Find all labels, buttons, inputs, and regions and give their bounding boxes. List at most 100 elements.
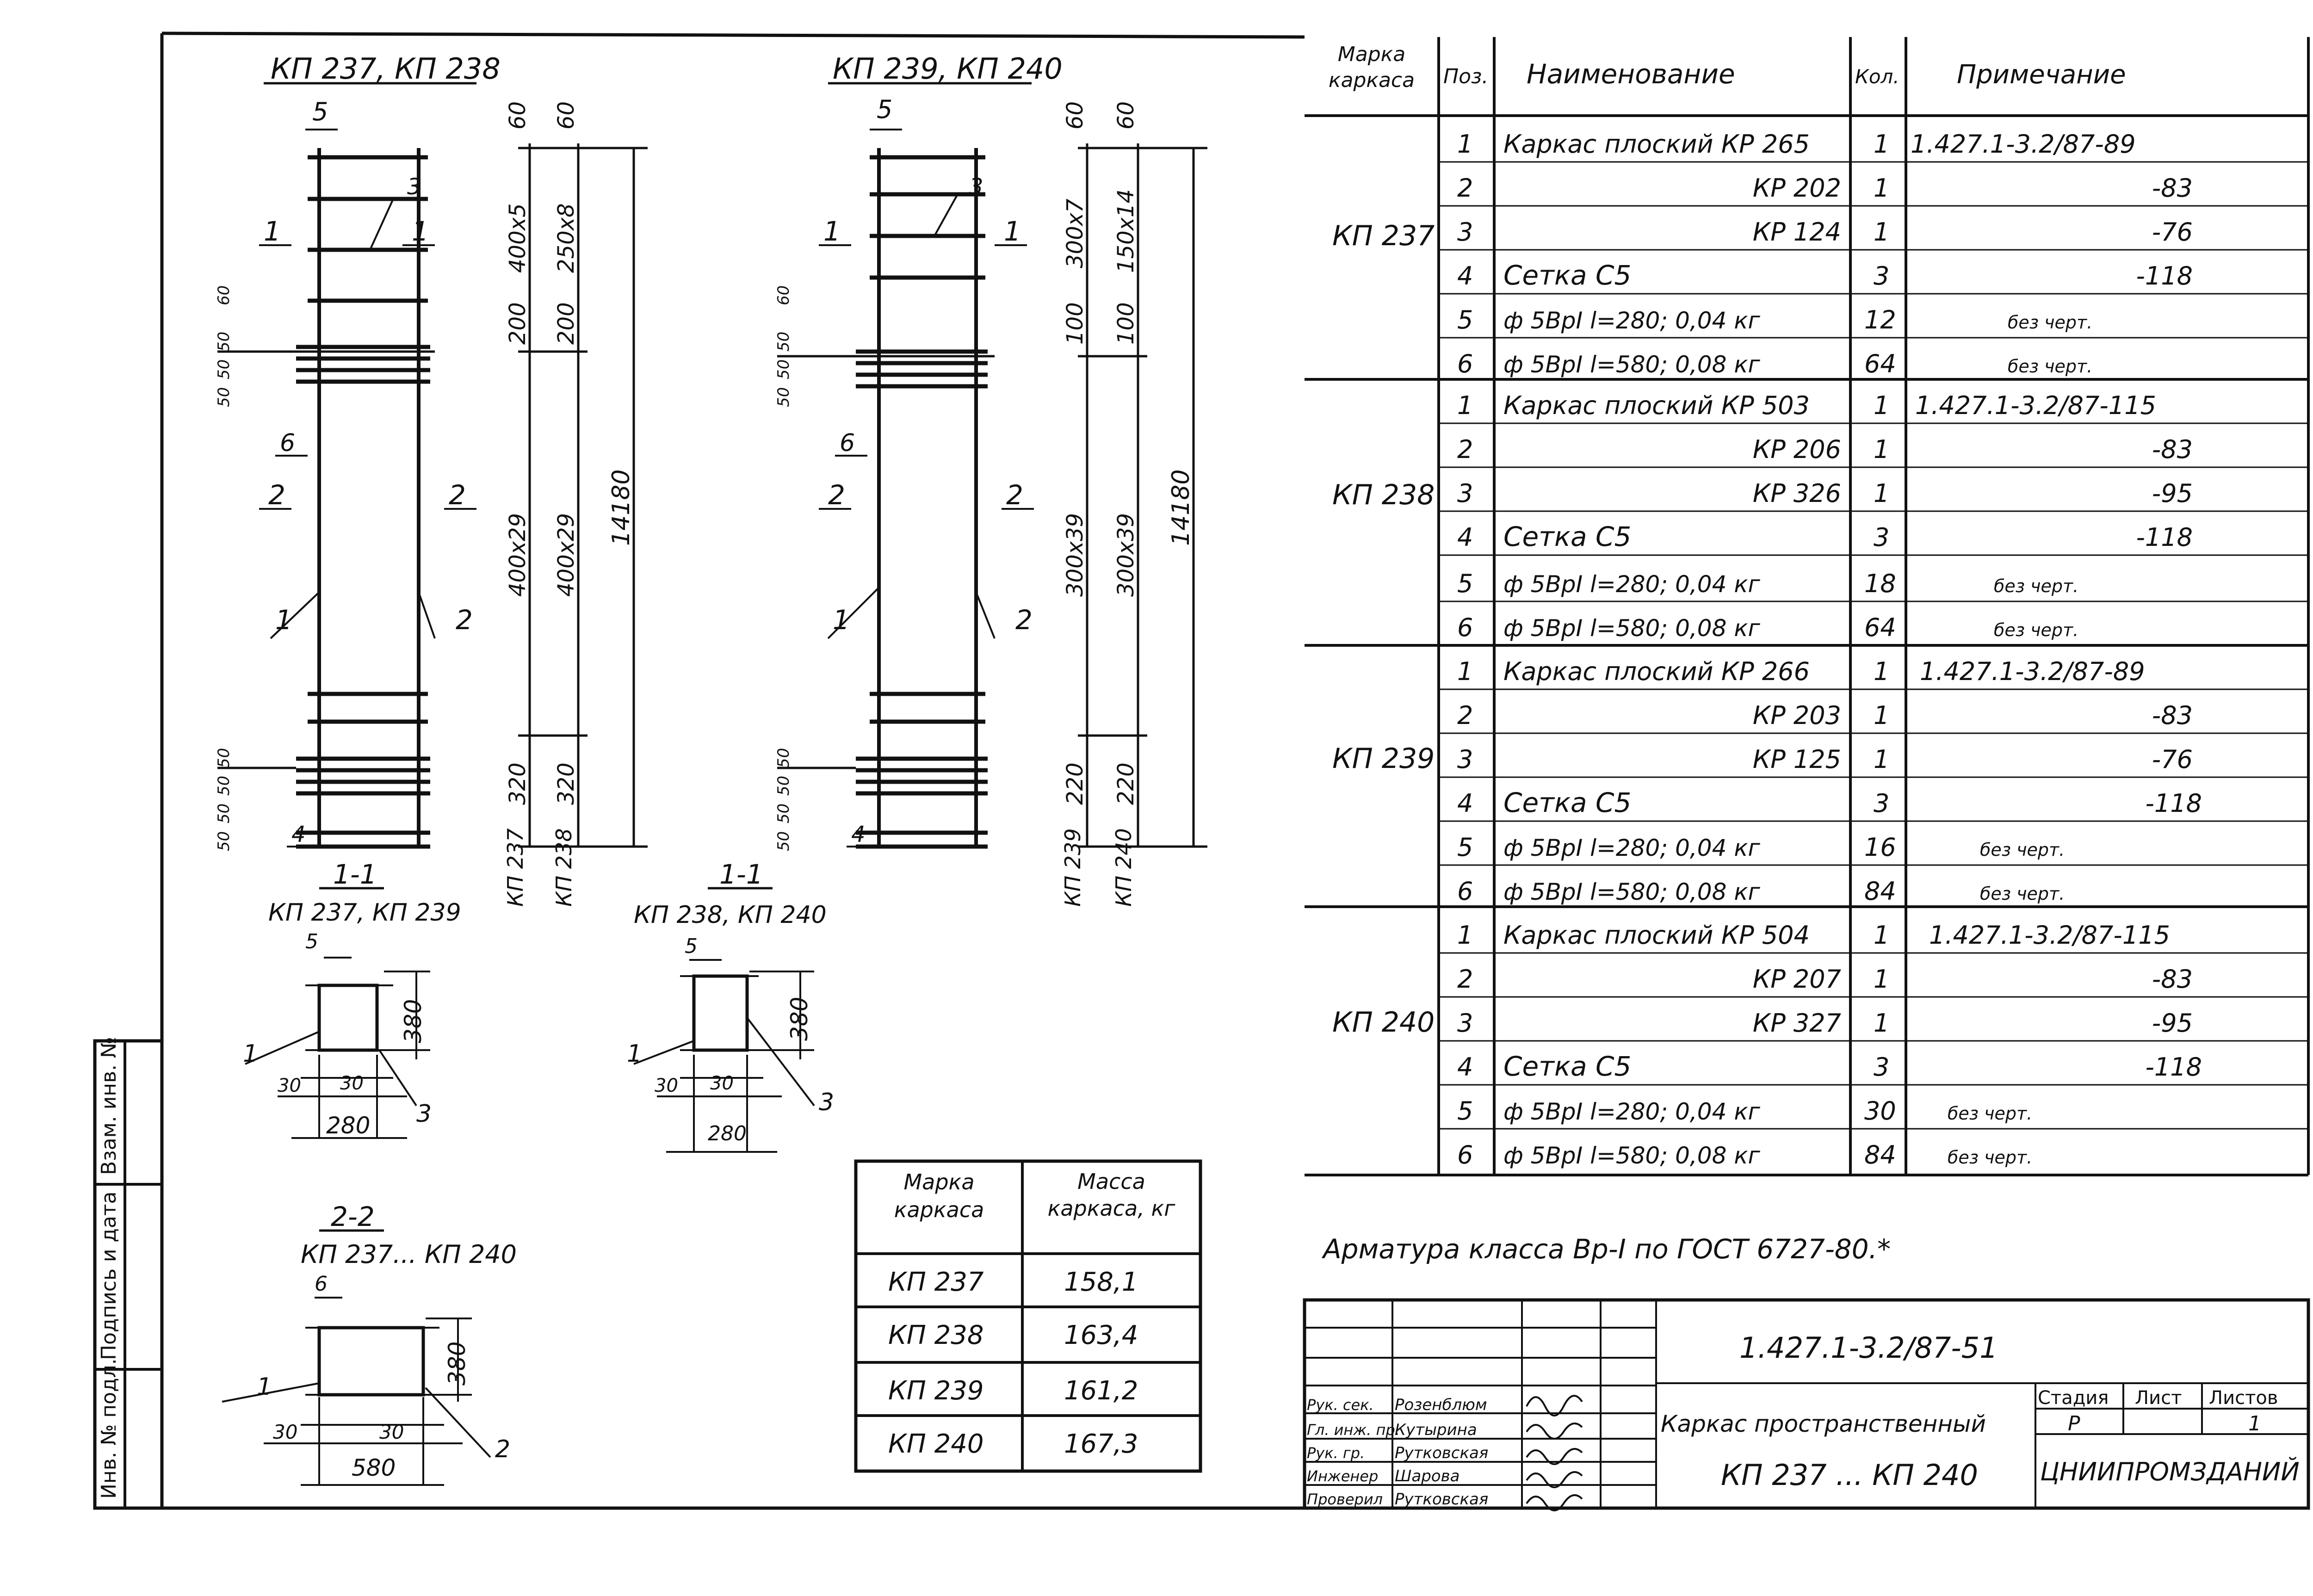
spec-3-1-pos: 2	[1457, 965, 1473, 994]
spec-group-3-mark: КП 240	[1332, 1006, 1435, 1039]
sec1b-dim-30b: 30	[710, 1073, 734, 1094]
spec-2-3-name: Сетка С5	[1503, 787, 1631, 818]
spec-2-4-name: ф 5ВрI l=280; 0,04 кг	[1503, 835, 1761, 861]
spec-1-1-note: -83	[2152, 435, 2193, 464]
person-4-name: Рутковская	[1395, 1490, 1488, 1509]
mass-row-0-value: 158,1	[1064, 1267, 1138, 1297]
spec-2-5-note: без черт.	[1980, 884, 2065, 904]
mark-right-3: 3	[969, 174, 983, 200]
spec-0-0-qty: 1	[1874, 130, 1889, 159]
title-sheet-header: Лист	[2135, 1387, 2182, 1409]
spec-header-qty: Кол.	[1855, 65, 1899, 88]
small-dim-left-top-2: 50	[215, 359, 233, 379]
spec-3-2-pos: 3	[1457, 1008, 1473, 1038]
section-2-2-subtitle: КП 237... КП 240	[301, 1240, 517, 1269]
dim-right-100b: 100	[1113, 302, 1139, 345]
title-sheets: 1	[2248, 1412, 2261, 1435]
spec-1-5-pos: 6	[1457, 613, 1473, 642]
spec-1-5-name: ф 5ВрI l=580; 0,08 кг	[1503, 615, 1761, 642]
spec-1-5-note: без черт.	[1994, 620, 2078, 640]
spec-2-3-pos: 4	[1457, 789, 1473, 818]
spec-2-1-qty: 1	[1874, 701, 1889, 730]
sec1a-dim-30a: 30	[278, 1075, 301, 1096]
mark-right-1c: 1	[833, 604, 850, 636]
label-kp240: КП 240	[1111, 828, 1136, 907]
section-2-2-title: 2-2	[331, 1201, 375, 1232]
mark-right-2c: 2	[1015, 604, 1033, 636]
mass-row-3-value: 167,3	[1064, 1429, 1138, 1459]
dim-right-220b: 220	[1113, 762, 1139, 805]
spec-1-3-name: Сетка С5	[1503, 521, 1631, 552]
spec-header-pos: Поз.	[1443, 65, 1488, 88]
spec-table: Марка каркаса Поз. Наименование Кол. При…	[1305, 37, 2310, 1176]
dim-left-320b: 320	[553, 762, 579, 805]
spec-3-0-qty: 1	[1874, 921, 1889, 950]
dim-left-200b: 200	[553, 302, 579, 345]
title-sheets-header: Листов	[2209, 1387, 2278, 1409]
spec-3-3-pos: 4	[1457, 1052, 1473, 1082]
spec-3-5-note: без черт.	[1948, 1147, 2032, 1168]
dim-left-400x29b: 400x29	[553, 513, 579, 597]
mass-row-0-mark: КП 237	[888, 1267, 984, 1297]
mass-table-header-mass: Масса каркаса, кг	[1047, 1169, 1175, 1221]
elevation-left: КП 237, КП 238	[215, 52, 648, 907]
mark-left-6: 6	[280, 429, 295, 457]
mass-table: Марка каркаса Масса каркаса, кг КП 237 1…	[854, 1159, 1202, 1473]
spec-1-0-qty: 1	[1874, 391, 1889, 420]
small-dim-right-bot-0: 50	[774, 748, 793, 768]
dim-right-total: 14180	[1167, 470, 1195, 546]
spec-3-4-name: ф 5ВрI l=280; 0,04 кг	[1503, 1098, 1761, 1125]
sec2-dim-30b: 30	[379, 1421, 404, 1443]
dim-left-200a: 200	[505, 302, 531, 345]
small-dim-left-top-3: 50	[215, 387, 233, 407]
stirrups-top-left	[296, 155, 430, 849]
spec-0-2-note: -76	[2152, 217, 2193, 247]
spec-1-2-qty: 1	[1874, 479, 1889, 508]
spec-1-0-note: 1.427.1-3.2/87-115	[1915, 391, 2156, 420]
spec-0-4-name: ф 5ВрI l=280; 0,04 кг	[1503, 307, 1761, 334]
reinforcement-note: Арматура класса Вр-I по ГОСТ 6727-80.*	[1321, 1233, 1891, 1265]
side-stamp-inv-orig: Инв. № подл.	[97, 1358, 121, 1499]
small-dim-left-top-1: 50	[215, 332, 233, 352]
elevation-right-title: КП 239, КП 240	[833, 52, 1063, 86]
spec-0-1-pos: 2	[1457, 173, 1473, 203]
mark-left-1c: 1	[275, 604, 292, 636]
small-dim-left-bot-1: 50	[215, 776, 233, 796]
spec-3-2-qty: 1	[1874, 1008, 1889, 1038]
spec-3-0-name: Каркас плоский КР 504	[1503, 921, 1810, 950]
sec1b-mark-1: 1	[627, 1040, 642, 1068]
person-2-role: Рук. гр.	[1307, 1444, 1365, 1462]
section-1-1-a: 1-1 КП 237, КП 239 5 1 3 380 30 30 280	[243, 859, 461, 1139]
spec-2-1-name: КР 203	[1753, 701, 1841, 730]
spec-1-1-name: КР 206	[1753, 435, 1841, 464]
mark-left-1a: 1	[264, 216, 281, 247]
side-stamp-sign-date: Подпись и дата	[97, 1192, 121, 1360]
dim-left-60a: 60	[505, 101, 531, 130]
mass-row-1-mark: КП 238	[888, 1320, 984, 1350]
small-dim-left-bot-2: 50	[215, 804, 233, 823]
spec-3-0-note: 1.427.1-3.2/87-115	[1929, 921, 2170, 950]
section-1-1-a-title: 1-1	[333, 859, 377, 890]
small-dim-right-top-0: 60	[774, 285, 793, 305]
spec-3-3-note: -118	[2145, 1052, 2202, 1082]
sec1b-mark-5: 5	[685, 934, 698, 958]
spec-2-3-note: -118	[2145, 789, 2202, 818]
spec-1-4-pos: 5	[1457, 569, 1473, 598]
dim-left-250x8: 250x8	[553, 203, 579, 273]
spec-3-1-name: КР 207	[1753, 965, 1841, 994]
spec-header-note: Примечание	[1957, 60, 2126, 90]
title-name: Каркас пространственный	[1661, 1410, 1986, 1437]
spec-0-1-note: -83	[2152, 173, 2193, 203]
sec1a-dim-30b: 30	[340, 1073, 364, 1094]
mark-right-2a: 2	[828, 479, 845, 511]
spec-3-4-qty: 30	[1864, 1096, 1896, 1126]
spec-2-5-pos: 6	[1457, 877, 1473, 906]
spec-3-4-pos: 5	[1457, 1096, 1473, 1126]
spec-3-4-note: без черт.	[1948, 1103, 2032, 1124]
label-kp237: КП 237	[503, 828, 528, 907]
title-stage-header: Стадия	[2038, 1387, 2109, 1409]
spec-3-5-qty: 84	[1864, 1140, 1896, 1169]
spec-0-0-name: Каркас плоский КР 265	[1503, 130, 1810, 159]
dim-right-300x39b: 300x39	[1113, 513, 1139, 597]
